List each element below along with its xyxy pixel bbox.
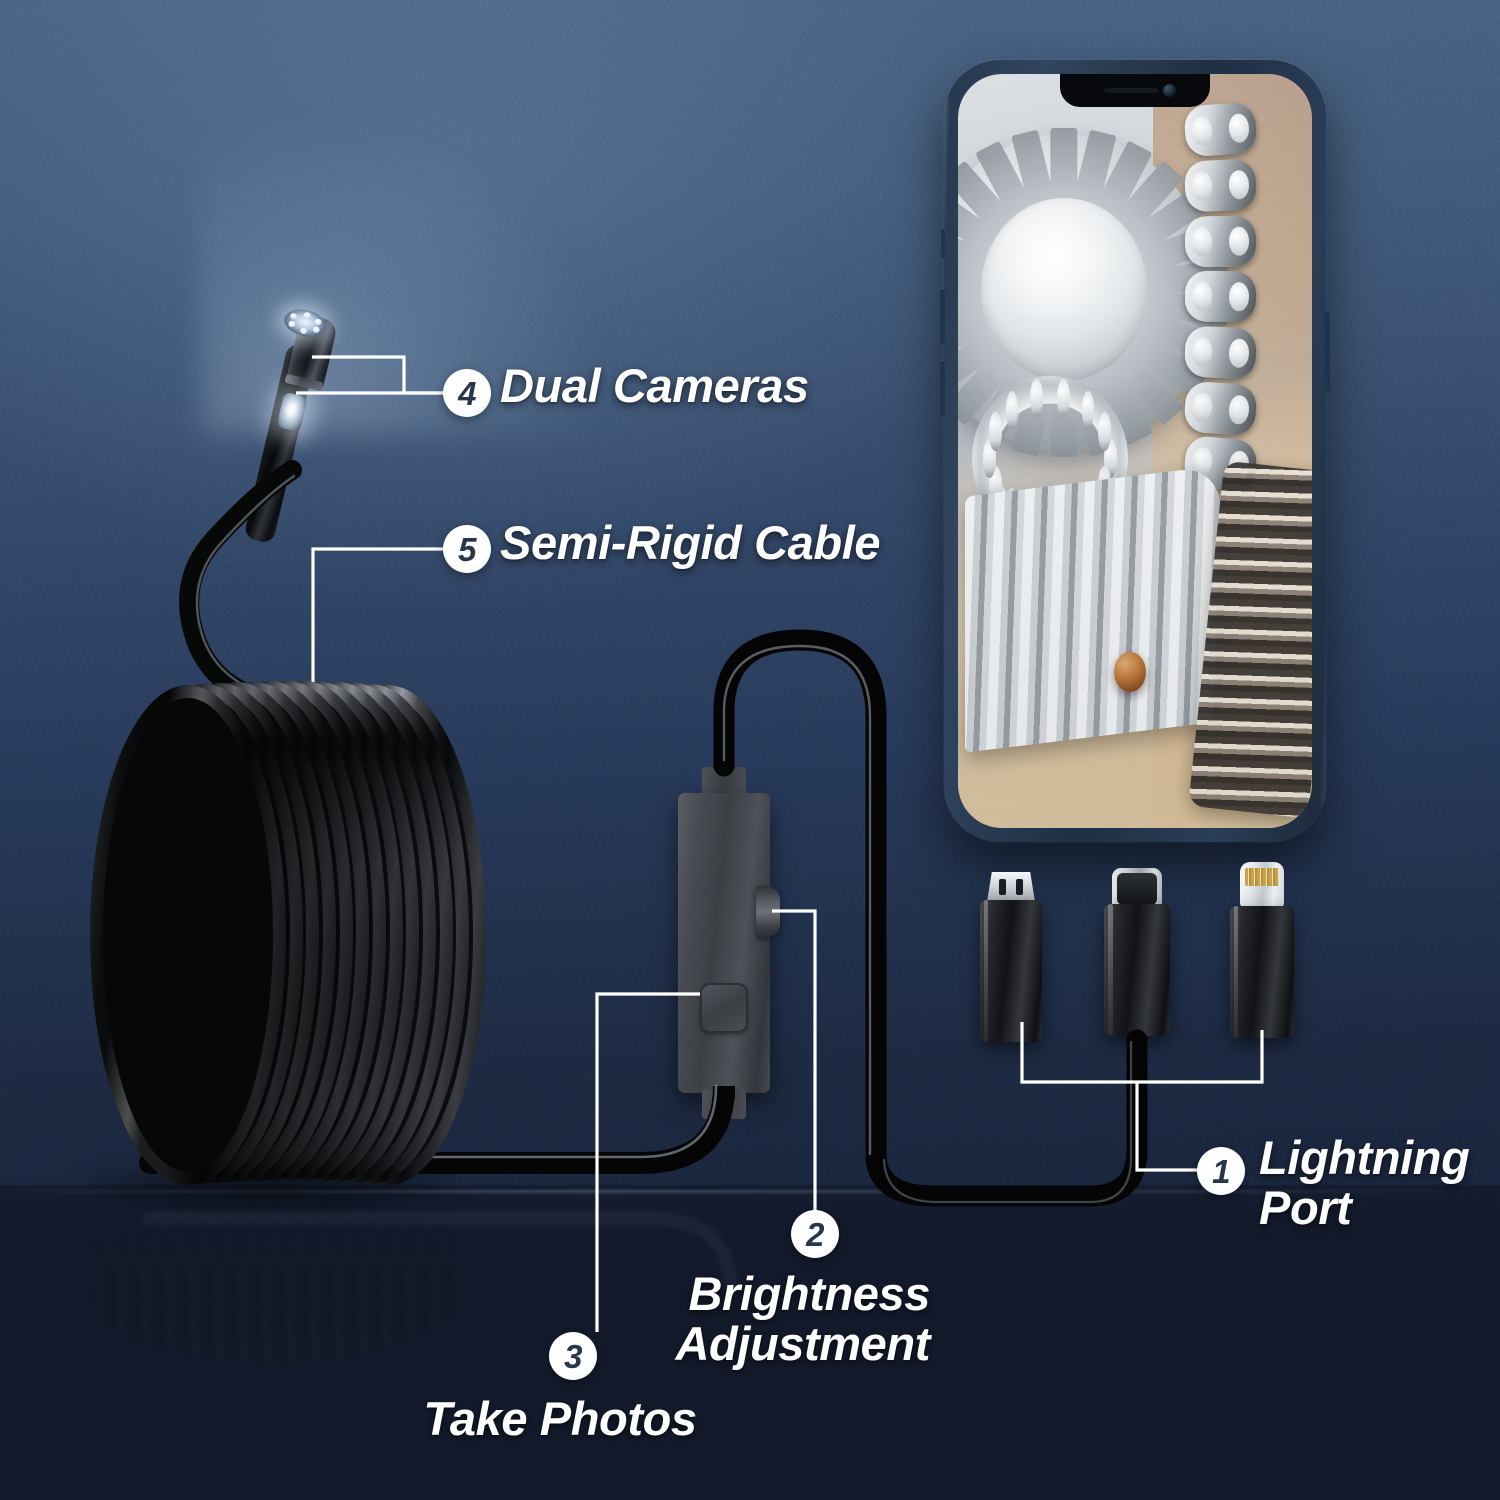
leader-line-1-drop xyxy=(1135,1082,1197,1172)
usb-c-barrel xyxy=(1104,904,1170,1036)
phone-mute-switch[interactable] xyxy=(941,228,945,258)
connector-highlight xyxy=(1107,904,1113,1036)
micro-usb-tip xyxy=(987,872,1035,902)
callout-badge-5[interactable]: 5 xyxy=(443,525,491,573)
front-camera-icon xyxy=(1163,84,1176,97)
lightning-tip xyxy=(1240,862,1284,908)
reflective-floor xyxy=(0,1185,1500,1500)
callout-badge-2[interactable]: 2 xyxy=(791,1210,839,1258)
phone-power-button[interactable] xyxy=(1325,310,1330,392)
callout-badge-4[interactable]: 4 xyxy=(443,369,491,417)
lightning-barrel xyxy=(1230,906,1294,1038)
cable-highlight-branch xyxy=(882,1040,1133,1204)
connector-highlight xyxy=(983,900,989,1042)
cable-loop xyxy=(90,685,286,1185)
smartphone-preview xyxy=(940,60,1330,842)
phone-volume-down-button[interactable] xyxy=(940,360,945,416)
callout-label-semi-rigid-cable: Semi-Rigid Cable xyxy=(500,516,881,569)
usb-c-tip xyxy=(1112,868,1162,908)
led-dot xyxy=(288,320,297,329)
callout-badge-3[interactable]: 3 xyxy=(549,1332,597,1380)
control-box-bottom-strain-relief xyxy=(702,1089,746,1119)
callout-badge-1[interactable]: 1 xyxy=(1197,1147,1245,1195)
coil-reflection xyxy=(88,1196,460,1364)
led-dot xyxy=(314,318,323,326)
phone-screen[interactable] xyxy=(958,74,1312,828)
led-dot xyxy=(312,326,321,334)
usb-c-connector xyxy=(1104,868,1170,1036)
micro-usb-connector xyxy=(980,872,1042,1042)
inline-control-box xyxy=(678,767,780,1119)
image-depth-shade xyxy=(958,74,1312,828)
control-box-body xyxy=(678,793,770,1093)
leader-line-2 xyxy=(772,909,817,1212)
lightning-connector xyxy=(1230,862,1294,1038)
earpiece-speaker-icon xyxy=(1104,88,1158,93)
led-dot xyxy=(299,327,308,335)
phone-volume-up-button[interactable] xyxy=(940,288,945,344)
shutter-button[interactable] xyxy=(700,983,748,1033)
callout-label-brightness-adjustment: Brightness Adjustment xyxy=(675,1267,930,1370)
brightness-dial[interactable] xyxy=(756,886,780,938)
callout-label-dual-cameras: Dual Cameras xyxy=(500,359,809,412)
callout-label-lightning-port: Lightning Port xyxy=(1259,1131,1470,1234)
dual-camera-probe-tip xyxy=(242,105,532,550)
gear-machinery-image xyxy=(958,74,1312,828)
phone-notch xyxy=(1060,74,1210,107)
lightning-contact-pins xyxy=(1245,868,1279,886)
led-dot xyxy=(302,311,312,319)
micro-usb-barrel xyxy=(980,900,1042,1042)
connector-highlight xyxy=(1233,906,1239,1038)
led-dot xyxy=(289,312,299,321)
callout-label-take-photos: Take Photos xyxy=(423,1392,697,1445)
semi-rigid-coiled-cable xyxy=(62,655,492,1215)
